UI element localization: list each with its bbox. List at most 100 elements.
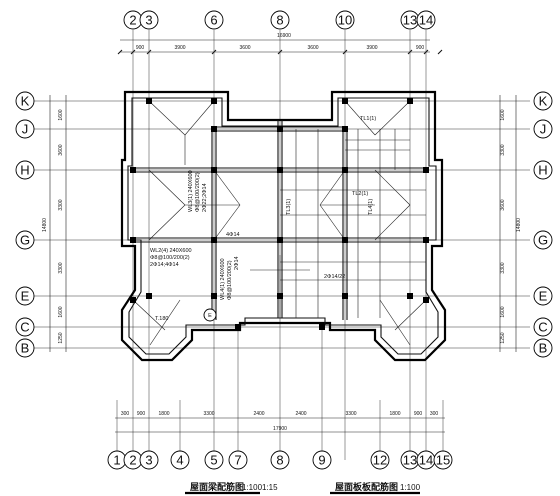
bottom-axis-bubble-2: 2 bbox=[129, 453, 136, 468]
right-dim-4: 3300 bbox=[500, 262, 506, 273]
span-note-2: 2Φ14 bbox=[234, 256, 240, 270]
left-title-scale: 1:100 bbox=[242, 483, 263, 492]
top-axis-bubble-5: 10 bbox=[338, 13, 352, 28]
column-5 bbox=[211, 126, 217, 132]
beam-code-4: TL4(1) bbox=[368, 199, 374, 215]
column-6 bbox=[277, 126, 283, 132]
column-18 bbox=[211, 293, 217, 299]
column-13 bbox=[130, 237, 136, 243]
columns bbox=[130, 98, 429, 330]
top-dim-5: 3900 bbox=[366, 45, 377, 51]
bottom-dim-1: 300 bbox=[121, 411, 130, 417]
bottom-dim-2: 900 bbox=[137, 411, 146, 417]
left-axis-bubble-7-circle bbox=[15, 338, 35, 358]
column-10 bbox=[277, 167, 283, 173]
bottom-axis-bubble-3-circle bbox=[139, 450, 159, 470]
column-17 bbox=[423, 237, 429, 243]
left-axis-bubble-2-circle bbox=[15, 119, 35, 139]
vertical-grid-lines bbox=[116, 30, 444, 460]
top-axis-bubble-6: 13 bbox=[403, 13, 417, 28]
right-dimension-chain: 14800 1600 3300 3600 3300 1600 1250 bbox=[499, 95, 522, 352]
bottom-axis-bubble-4: 4 bbox=[176, 453, 183, 468]
column-20 bbox=[342, 293, 348, 299]
right-dim-3: 3600 bbox=[500, 199, 506, 210]
column-24 bbox=[319, 324, 325, 330]
bottom-axis-bubble-9-circle bbox=[370, 450, 390, 470]
bottom-dim-6: 2400 bbox=[295, 411, 306, 417]
bottom-axis-bubble-5: 5 bbox=[210, 453, 217, 468]
bottom-dim-7: 3300 bbox=[345, 411, 356, 417]
right-axis-bubble-4-circle bbox=[533, 230, 553, 250]
beam-note-3b: Φ8@100/200(2) bbox=[227, 260, 233, 300]
left-dim-6: 1250 bbox=[58, 332, 64, 343]
bottom-dim-10: 300 bbox=[430, 411, 439, 417]
left-axis-bubble-1-circle bbox=[15, 91, 35, 111]
bottom-axis-bubble-5-circle bbox=[204, 450, 224, 470]
column-16 bbox=[342, 237, 348, 243]
column-26 bbox=[146, 293, 152, 299]
bottom-axis-bubble-12: 15 bbox=[436, 453, 450, 468]
beam-code-1: TL1(1) bbox=[360, 116, 376, 122]
right-axis-bubble-6-circle bbox=[533, 317, 553, 337]
left-dim-4: 3300 bbox=[58, 262, 64, 273]
left-title-scale2: 1:15 bbox=[262, 483, 278, 492]
beam-note-2: WL2(4) 240X600 bbox=[150, 248, 192, 254]
left-axis-bubble-6: C bbox=[20, 320, 29, 335]
bottom-axis-bubble-10: 13 bbox=[403, 453, 417, 468]
mark-tiles: 2Φ14/22 bbox=[324, 274, 345, 280]
beam-note-1c: 2Φ22;2Φ14 bbox=[202, 183, 208, 212]
top-axis-bubble-2: 3 bbox=[145, 13, 152, 28]
bottom-axis-bubble-6-circle bbox=[228, 450, 248, 470]
column-22 bbox=[423, 297, 429, 303]
column-3 bbox=[342, 98, 348, 104]
right-axis-bubble-6: C bbox=[538, 320, 547, 335]
column-12 bbox=[423, 167, 429, 173]
bottom-axis-bubble-11: 14 bbox=[419, 453, 433, 468]
right-axis-bubble-4: G bbox=[538, 233, 548, 248]
right-axis-bubble-1: K bbox=[539, 94, 548, 109]
left-total-dimension: 14800 bbox=[42, 218, 48, 232]
right-axis-bubble-3: H bbox=[538, 163, 547, 178]
left-axis-bubble-6-circle bbox=[15, 317, 35, 337]
right-dim-5: 1600 bbox=[500, 306, 506, 317]
bottom-axis-bubble-6: 7 bbox=[234, 453, 241, 468]
column-8 bbox=[130, 167, 136, 173]
column-4 bbox=[407, 98, 413, 104]
left-axis-bubble-4-circle bbox=[15, 230, 35, 250]
left-axis-bubble-5: E bbox=[21, 289, 30, 304]
beam-note-2b: Φ8@100/200(2) bbox=[150, 255, 190, 261]
right-total-dimension: 14800 bbox=[516, 218, 522, 232]
bottom-dim-5: 2400 bbox=[253, 411, 264, 417]
left-axis-bubble-5-circle bbox=[15, 286, 35, 306]
left-dim-2: 3600 bbox=[58, 144, 64, 155]
top-axis-bubble-1: 2 bbox=[129, 13, 136, 28]
bottom-axis-bubble-4-circle bbox=[170, 450, 190, 470]
column-21 bbox=[130, 297, 136, 303]
beam-note-1b: Φ8@100/200(2) bbox=[195, 172, 201, 212]
left-corner-note: T.180 bbox=[155, 316, 168, 322]
right-axis-bubble-5: E bbox=[539, 289, 548, 304]
left-title: 屋面梁配筋图 bbox=[190, 481, 244, 492]
top-axis-bubble-3-circle bbox=[204, 10, 224, 30]
top-total-dimension: 16900 bbox=[277, 33, 291, 39]
column-1 bbox=[146, 98, 152, 104]
left-dim-5: 1600 bbox=[58, 306, 64, 317]
right-axis-bubble-3-circle bbox=[533, 160, 553, 180]
building-outline bbox=[120, 90, 447, 362]
top-dimension-chain: 16900 900 3900 3600 3600 3900 900 bbox=[117, 33, 443, 55]
left-axis-bubble-1: K bbox=[21, 94, 30, 109]
right-dim-6: 1250 bbox=[500, 332, 506, 343]
bottom-total-dimension: 17900 bbox=[273, 426, 287, 432]
left-axis-bubble-3: H bbox=[20, 163, 29, 178]
top-dim-6: 900 bbox=[416, 45, 425, 51]
bottom-axis-bubble-7-circle bbox=[270, 450, 290, 470]
detail-marker bbox=[203, 308, 217, 322]
bottom-dim-3: 1800 bbox=[158, 411, 169, 417]
bottom-dimension-chain: 17900 300 900 1800 3300 2400 2400 3300 1… bbox=[115, 411, 445, 433]
bottom-axis-bubble-8: 9 bbox=[318, 453, 325, 468]
bottom-dim-4: 3300 bbox=[203, 411, 214, 417]
right-axis-bubble-2-circle bbox=[533, 119, 553, 139]
right-title-scale: 1:100 bbox=[400, 483, 421, 492]
